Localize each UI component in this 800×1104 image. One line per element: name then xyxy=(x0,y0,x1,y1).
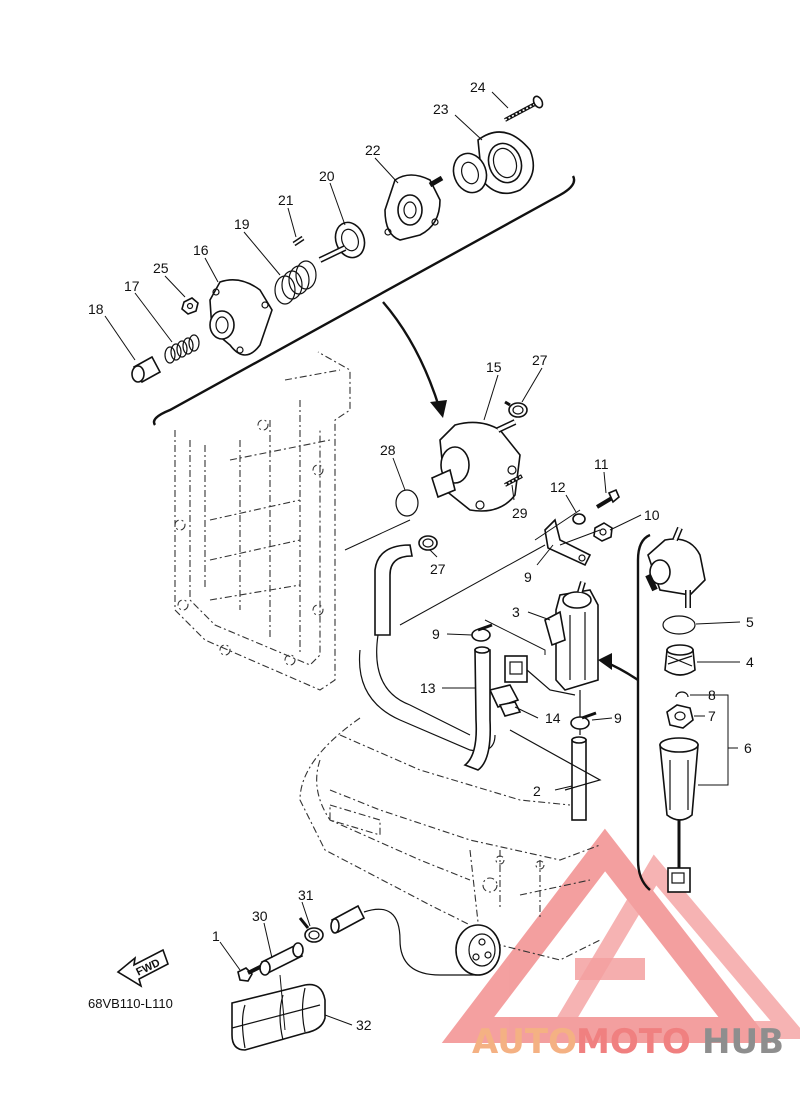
callout-12: 11 xyxy=(594,456,609,472)
callout-30: 30 xyxy=(252,908,268,924)
fwd-direction-arrow xyxy=(116,948,169,988)
assembly-guide-lines xyxy=(344,509,601,655)
part-diaphragm xyxy=(452,152,488,194)
part-nut-26 xyxy=(181,297,199,315)
watermark-hub: HUB xyxy=(702,1022,784,1062)
detail-frame-right xyxy=(636,533,651,891)
part-hose-14 xyxy=(463,646,492,771)
part-cover-32 xyxy=(231,983,326,1051)
detail-arrowhead xyxy=(430,400,447,418)
detail-pointer-arrow xyxy=(382,301,442,411)
part-bolt-29 xyxy=(504,474,523,487)
bottom-cowling-outline xyxy=(299,717,601,961)
fuel-hose-upper xyxy=(358,544,496,752)
hose-return-line xyxy=(363,908,480,976)
callout-10: 9 xyxy=(524,569,532,585)
callout-31: 31 xyxy=(298,887,314,903)
part-oring-5 xyxy=(662,615,696,635)
callout-18: 17 xyxy=(124,278,140,294)
callout-7: 7 xyxy=(708,708,716,724)
drawing-code: 68VB110-L110 xyxy=(88,996,173,1011)
callout-17: 16 xyxy=(193,242,209,258)
callout-27-upper: 27 xyxy=(532,352,548,368)
part-clip-15 xyxy=(488,684,522,717)
part-spring-20 xyxy=(274,260,317,305)
callout-3: 3 xyxy=(512,604,520,620)
part-cap-19 xyxy=(131,355,162,384)
callout-22: 21 xyxy=(278,192,294,208)
part-cover-24 xyxy=(477,131,535,195)
part-fuel-pump-16 xyxy=(431,419,521,512)
part-clamp-31 xyxy=(298,917,324,943)
part-connector xyxy=(504,655,576,696)
part-pump-body-23 xyxy=(384,174,444,241)
part-bolt-12 xyxy=(595,488,620,509)
drive-pulley xyxy=(455,924,501,976)
assembly-guide-bottom xyxy=(279,974,286,1031)
callout-13: 12 xyxy=(550,479,566,495)
part-screw-1 xyxy=(237,964,263,982)
callout-4: 4 xyxy=(746,654,754,670)
callout-28: 28 xyxy=(380,442,396,458)
callout-9-upper: 9 xyxy=(432,626,440,642)
part-housing-17 xyxy=(209,279,273,356)
group-bracket-6 xyxy=(698,694,729,786)
watermark-logo xyxy=(441,828,800,1043)
part-hose-short xyxy=(330,904,366,934)
callout-27-lower: 27 xyxy=(430,561,446,577)
part-clamp-27-lower xyxy=(418,535,438,551)
part-screw-25 xyxy=(504,95,544,122)
detail-frame-top xyxy=(152,175,576,426)
part-bracket-10 xyxy=(544,518,592,567)
callout-14: 13 xyxy=(420,680,436,696)
part-pin-22 xyxy=(292,235,305,247)
callout-29: 29 xyxy=(512,505,528,521)
part-fitting-30 xyxy=(259,942,304,976)
callout-25: 24 xyxy=(470,79,486,95)
callout-8: 8 xyxy=(708,687,716,703)
part-oring-28 xyxy=(395,489,419,517)
part-washer-13 xyxy=(572,513,586,525)
callout-1: 1 xyxy=(212,928,220,944)
leader-lines xyxy=(104,91,741,1026)
callout-24: 23 xyxy=(433,101,449,117)
callout-20: 19 xyxy=(234,216,250,232)
part-filter-head xyxy=(645,526,706,608)
callout-21: 20 xyxy=(319,168,335,184)
part-nut-7 xyxy=(666,704,694,729)
part-ring-8 xyxy=(675,691,689,698)
part-filter-cup-6 xyxy=(659,737,699,893)
callout-23: 22 xyxy=(365,142,381,158)
part-fuel-filter-3 xyxy=(544,581,599,735)
callout-2: 2 xyxy=(533,783,541,799)
part-spring-18 xyxy=(164,334,200,364)
watermark-moto: MOTO xyxy=(576,1022,691,1062)
callout-19: 18 xyxy=(88,301,104,317)
part-clamp-27-upper xyxy=(504,400,528,418)
callout-9b: 9 xyxy=(614,710,622,726)
part-nut-11 xyxy=(593,522,613,542)
watermark-auto: AUTO xyxy=(472,1022,577,1062)
callout-5: 5 xyxy=(746,614,754,630)
part-element-4 xyxy=(664,644,696,676)
part-clamp-9-upper xyxy=(471,623,493,642)
part-hose-2 xyxy=(509,729,602,821)
callout-32: 32 xyxy=(356,1017,372,1033)
callout-16: 15 xyxy=(486,359,502,375)
callout-11: 10 xyxy=(644,507,660,523)
watermark-text: AUTO MOTO HUB xyxy=(472,1022,784,1062)
callout-6: 6 xyxy=(744,740,752,756)
part-clamp-9-lower xyxy=(570,711,597,730)
callout-26: 25 xyxy=(153,260,169,276)
fwd-label: FWD xyxy=(134,957,162,979)
callout-15: 14 xyxy=(545,710,561,726)
filter-arrowhead xyxy=(598,653,612,670)
cylinder-block-outline xyxy=(174,351,351,691)
